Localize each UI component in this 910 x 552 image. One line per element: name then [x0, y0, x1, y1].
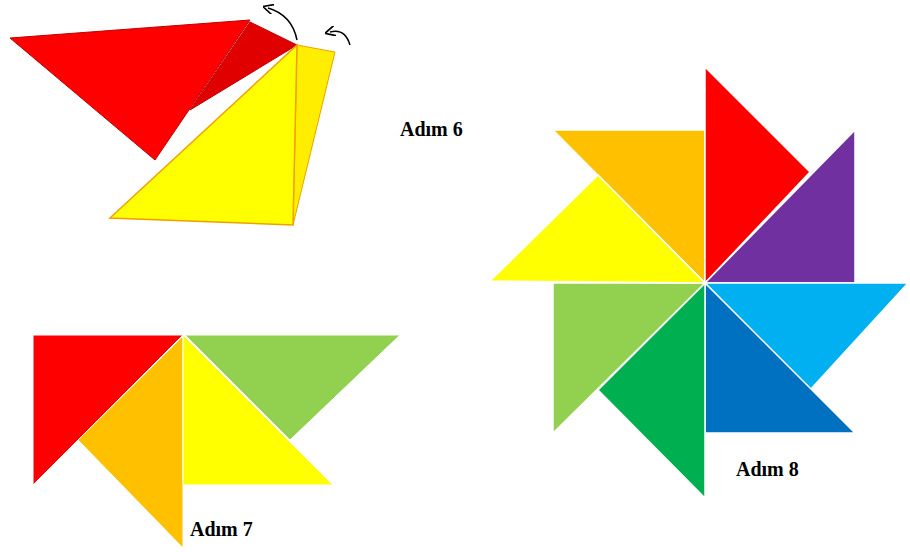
step-label: Adım 6 [400, 118, 463, 141]
step-label: Adım 7 [190, 518, 253, 541]
step6-figure [10, 8, 350, 225]
step7-figure [33, 335, 400, 548]
step8-pinwheel [490, 67, 908, 498]
step-label: Adım 8 [736, 458, 799, 481]
